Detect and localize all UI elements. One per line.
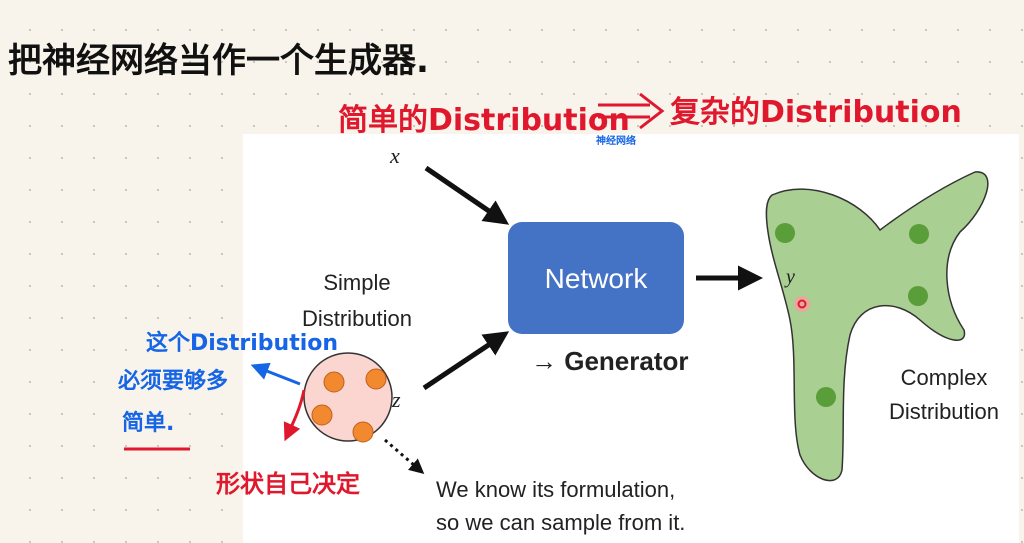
simple-label-line1: Simple (323, 270, 390, 295)
sample-dot (311, 404, 333, 426)
network-box (508, 222, 684, 334)
output-point-glow (794, 296, 810, 312)
lecture-slide (243, 134, 1019, 543)
output-point (797, 299, 807, 309)
complex-distribution-shape (765, 171, 989, 482)
know-formulation-line1: We know its formulation, (436, 477, 675, 502)
simple-distribution-circle (303, 352, 393, 442)
blue-note-line2: 必须要够多 (118, 368, 228, 394)
blue-arrow-to-circle (250, 362, 301, 386)
network-label: Network (545, 263, 649, 294)
x-label: x (389, 143, 400, 168)
dotted-arrow-to-note (384, 438, 425, 474)
complex-sample-dot (816, 387, 836, 407)
complex-sample-dot (775, 223, 795, 243)
complex-sample-dot (908, 286, 928, 306)
complex-sample-dot (909, 224, 929, 244)
blue-note-line1: 这个Distribution (146, 330, 338, 356)
blue-note-neural-network: 神经网络 (596, 134, 636, 147)
sample-dot (352, 421, 374, 443)
y-label: y (784, 266, 795, 288)
handwritten-title: 把神经网络当作一个生成器. (8, 41, 429, 81)
arrow-x-to-network (424, 165, 510, 225)
red-note-simple-distribution: 简单的Distribution (338, 103, 630, 138)
red-note-shape: 形状自己决定 (216, 470, 360, 498)
red-double-arrow (598, 92, 665, 130)
simple-label-line2: Distribution (302, 306, 412, 331)
blue-note-line3: 简单. (122, 410, 174, 436)
z-label: z (391, 387, 401, 412)
complex-label-line1: Complex (901, 365, 988, 390)
know-formulation-line2: so we can sample from it. (436, 510, 685, 535)
generator-label: → Generator (531, 346, 689, 376)
red-arrow-shape-note (283, 389, 306, 442)
arrow-z-to-network (422, 331, 510, 391)
sample-dot (365, 368, 387, 390)
red-note-complex-distribution: 复杂的Distribution (670, 95, 962, 130)
sample-dot (323, 371, 345, 393)
complex-label-line2: Distribution (889, 399, 999, 424)
